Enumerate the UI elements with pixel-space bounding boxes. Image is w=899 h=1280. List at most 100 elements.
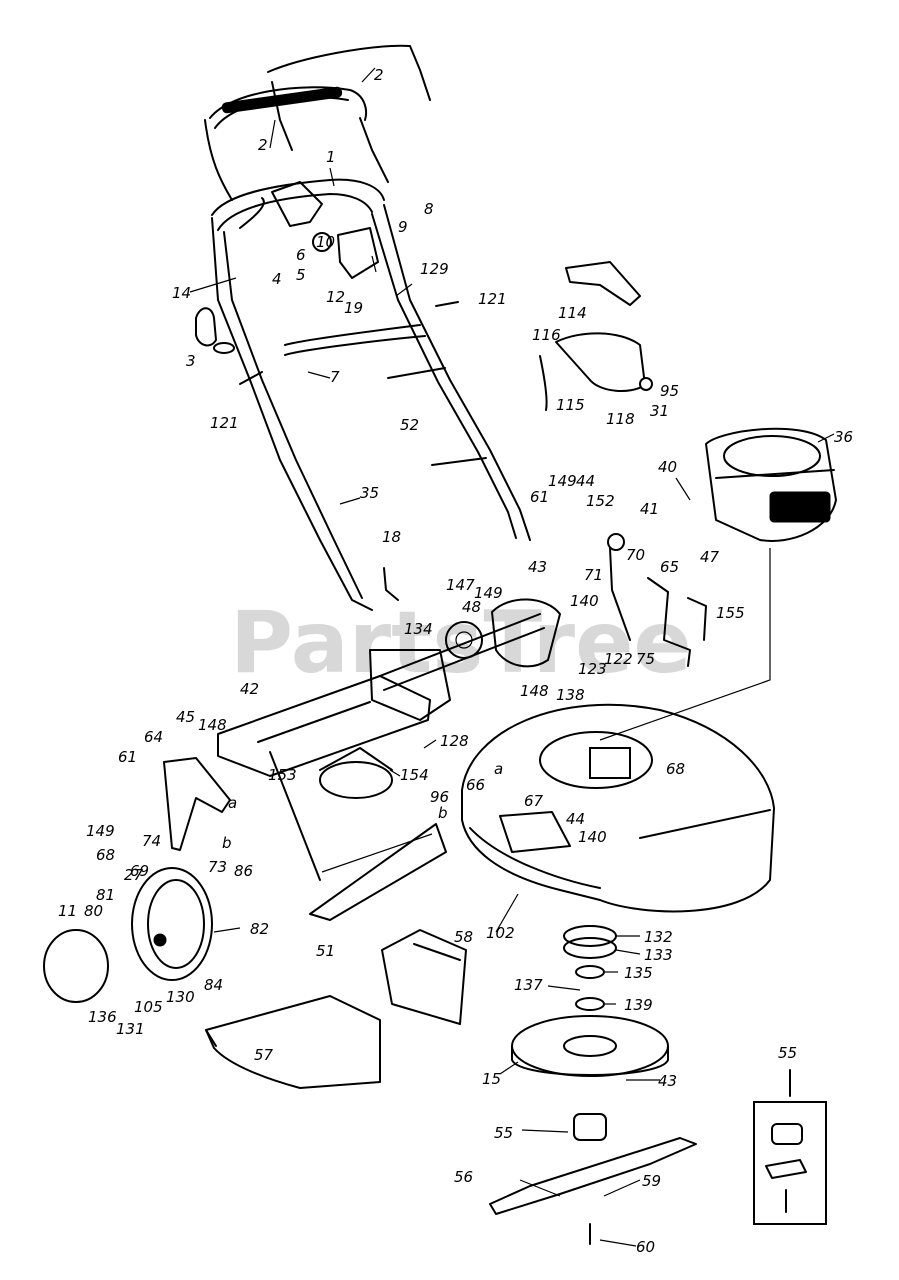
label-137[interactable]: 137 [514, 976, 543, 994]
label-149-mid[interactable]: 149 [474, 584, 503, 602]
gear-case-part[interactable] [491, 598, 561, 668]
label-122[interactable]: 122 [604, 650, 633, 668]
label-b-deck[interactable]: b [438, 804, 448, 822]
label-12[interactable]: 12 [326, 288, 345, 306]
label-19[interactable]: 19 [344, 299, 363, 317]
spacer-139[interactable] [575, 997, 605, 1011]
label-40[interactable]: 40 [658, 458, 677, 476]
label-86[interactable]: 86 [234, 862, 253, 880]
pulley-part[interactable] [563, 925, 617, 959]
cable-bracket-part[interactable] [687, 597, 707, 641]
label-115[interactable]: 115 [556, 396, 585, 414]
label-68-left[interactable]: 68 [96, 846, 115, 864]
discharge-deflector-part[interactable] [269, 751, 447, 921]
label-123[interactable]: 123 [578, 660, 607, 678]
label-148-left[interactable]: 148 [198, 716, 227, 734]
blade-part[interactable] [489, 1137, 697, 1215]
label-149-left[interactable]: 149 [86, 822, 115, 840]
bail-rod-part[interactable] [387, 367, 487, 466]
label-136[interactable]: 136 [88, 1008, 117, 1026]
bracket-part[interactable] [647, 577, 691, 667]
label-9[interactable]: 9 [398, 218, 408, 236]
label-80[interactable]: 80 [84, 902, 103, 920]
bolt-121-right[interactable] [435, 301, 459, 307]
label-121-right[interactable]: 121 [478, 290, 507, 308]
wheel-part[interactable] [131, 867, 213, 981]
label-96[interactable]: 96 [430, 788, 449, 806]
label-6[interactable]: 6 [296, 246, 306, 264]
label-44-top[interactable]: 44 [576, 472, 595, 490]
label-44-deck[interactable]: 44 [566, 810, 585, 828]
label-4[interactable]: 4 [272, 270, 282, 288]
label-69[interactable]: 69 [130, 862, 149, 880]
label-41[interactable]: 41 [640, 500, 659, 518]
gear-assembly-part[interactable] [319, 747, 393, 799]
label-56[interactable]: 56 [454, 1168, 473, 1186]
label-60[interactable]: 60 [636, 1238, 655, 1256]
label-155[interactable]: 155 [716, 604, 745, 622]
label-81[interactable]: 81 [96, 886, 115, 904]
label-51[interactable]: 51 [316, 942, 335, 960]
label-68-deck[interactable]: 68 [666, 760, 685, 778]
label-149-top[interactable]: 149 [548, 472, 577, 490]
label-133[interactable]: 133 [644, 946, 673, 964]
label-148-mid[interactable]: 148 [520, 682, 549, 700]
label-71[interactable]: 71 [584, 566, 603, 584]
label-84[interactable]: 84 [204, 976, 223, 994]
label-a-deck[interactable]: a [494, 760, 503, 778]
label-132[interactable]: 132 [644, 928, 673, 946]
blade-housing-part[interactable] [511, 1015, 669, 1077]
label-b-wheel[interactable]: b [222, 834, 232, 852]
label-1[interactable]: 1 [326, 148, 336, 166]
label-18[interactable]: 18 [382, 528, 401, 546]
rear-flap-handle-part[interactable] [539, 261, 653, 411]
label-58[interactable]: 58 [454, 928, 473, 946]
label-131[interactable]: 131 [116, 1020, 145, 1038]
label-105[interactable]: 105 [134, 998, 163, 1016]
label-64[interactable]: 64 [144, 728, 163, 746]
label-138[interactable]: 138 [556, 686, 585, 704]
drive-gear-part[interactable] [445, 621, 483, 659]
label-73[interactable]: 73 [208, 858, 227, 876]
label-52[interactable]: 52 [400, 416, 419, 434]
label-14[interactable]: 14 [172, 284, 191, 302]
label-36[interactable]: 36 [834, 428, 853, 446]
label-59[interactable]: 59 [642, 1172, 661, 1190]
label-2-left[interactable]: 2 [258, 136, 268, 154]
label-102[interactable]: 102 [486, 924, 515, 942]
label-139[interactable]: 139 [624, 996, 653, 1014]
label-5[interactable]: 5 [296, 266, 306, 284]
label-152[interactable]: 152 [586, 492, 615, 510]
label-42[interactable]: 42 [240, 680, 259, 698]
label-57[interactable]: 57 [254, 1046, 274, 1064]
label-27[interactable]: 27 [124, 866, 144, 884]
lower-handle-part[interactable] [211, 178, 531, 611]
label-61-top[interactable]: 61 [530, 488, 549, 506]
label-45[interactable]: 45 [176, 708, 195, 726]
label-66[interactable]: 66 [466, 776, 485, 794]
label-140-top[interactable]: 140 [570, 592, 599, 610]
label-8[interactable]: 8 [424, 200, 434, 218]
mower-deck-part[interactable] [461, 703, 775, 913]
label-7[interactable]: 7 [330, 368, 340, 386]
bag-frame-part[interactable] [381, 929, 467, 1025]
upper-handle-part[interactable] [204, 44, 431, 201]
label-135[interactable]: 135 [624, 964, 653, 982]
label-74[interactable]: 74 [142, 832, 161, 850]
label-75[interactable]: 75 [636, 650, 655, 668]
label-95[interactable]: 95 [660, 382, 679, 400]
label-153[interactable]: 153 [268, 766, 297, 784]
bolt-121-left[interactable] [239, 371, 263, 385]
label-121-left[interactable]: 121 [210, 414, 239, 432]
blade-adapter-part[interactable] [573, 1113, 607, 1141]
label-154[interactable]: 154 [400, 766, 429, 784]
label-128[interactable]: 128 [440, 732, 469, 750]
label-3[interactable]: 3 [186, 352, 196, 370]
label-35[interactable]: 35 [360, 484, 379, 502]
spacer-135[interactable] [575, 965, 605, 979]
clip-part[interactable] [383, 567, 399, 601]
label-82[interactable]: 82 [250, 920, 269, 938]
label-67[interactable]: 67 [524, 792, 544, 810]
shift-lever-part[interactable] [607, 533, 631, 641]
label-15[interactable]: 15 [482, 1070, 501, 1088]
